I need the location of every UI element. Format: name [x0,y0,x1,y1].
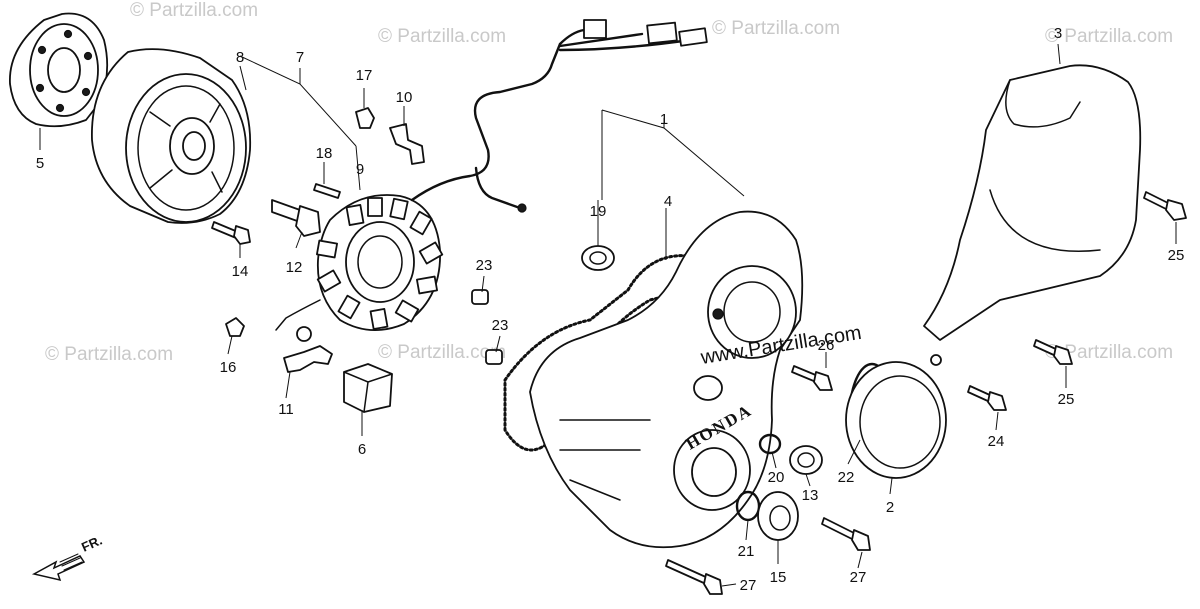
part-number-label[interactable]: 17 [356,67,373,84]
bolt-part[interactable] [211,221,251,245]
wiring-harness [275,19,708,331]
part-number-label[interactable]: 5 [36,155,44,172]
bolt-part[interactable] [225,317,245,337]
bushing-part[interactable] [581,245,615,271]
bolt-part[interactable] [791,365,833,391]
part-number-label[interactable]: 24 [988,433,1005,450]
part-number-label[interactable]: 3 [1054,25,1062,42]
part-number-label[interactable]: 9 [356,161,364,178]
flywheel-part[interactable] [91,48,252,224]
left-crankcase-cover-part[interactable]: HONDA [529,210,804,549]
watermark: © Partzilla.com [130,0,258,21]
o-ring-part[interactable] [758,433,782,455]
part-number-label[interactable]: 1 [660,111,668,128]
watermark: © Partzilla.com [45,344,173,365]
part-number-label[interactable]: 4 [664,193,672,210]
part-number-label[interactable]: 7 [296,49,304,66]
watermark-group: © Partzilla.com © Partzilla.com © Partzi… [45,0,1173,365]
dowel-pin-part[interactable] [471,289,489,305]
part-number-label[interactable]: 16 [220,359,237,376]
front-direction-arrow-icon: FR. [31,533,104,582]
part-number-label[interactable]: 13 [802,487,819,504]
plug-part[interactable] [789,445,823,475]
part-number-label[interactable]: 20 [768,469,785,486]
part-number-label[interactable]: 12 [286,259,303,276]
part-number-label[interactable]: 8 [236,49,244,66]
part-number-label[interactable]: 22 [838,469,855,486]
part-number-label[interactable]: 11 [278,401,294,418]
bolt-part[interactable] [313,183,341,199]
watermark: © Partzilla.com [1045,342,1173,363]
part-number-label[interactable]: 25 [1168,247,1185,264]
bolt-part[interactable] [967,385,1007,411]
watermark: © Partzilla.com [712,18,840,39]
part-number-label[interactable]: 18 [316,145,333,162]
part-number-label[interactable]: 15 [770,569,787,586]
bolt-part[interactable] [1143,191,1187,221]
watermark: © Partzilla.com [378,26,506,47]
part-number-label[interactable]: 10 [396,89,413,106]
harness-clamp-part[interactable] [389,123,425,165]
bolt-part[interactable] [821,517,871,551]
part-number-label[interactable]: 14 [232,263,249,280]
part-number-label[interactable]: 6 [358,441,366,458]
bolt-part[interactable] [355,107,375,129]
part-number-callouts: 1 2 3 4 5 6 7 8 9 10 11 12 13 14 15 16 1… [36,25,1185,594]
plug-part[interactable] [757,491,799,541]
front-direction-label: FR. [79,533,104,555]
flywheel-bolt-part[interactable] [271,199,321,237]
bolt-part[interactable] [1033,339,1073,365]
part-number-label[interactable]: 2 [886,499,894,516]
stator-part[interactable] [316,194,444,332]
pulse-generator-bracket-part[interactable] [283,326,333,373]
part-number-label[interactable]: 19 [590,203,607,220]
inspection-cap-part[interactable] [845,354,947,479]
leader-lines [39,43,1177,587]
watermark: © Partzilla.com [1045,26,1173,47]
sprocket-cover-part[interactable] [923,64,1142,341]
pulse-generator-part[interactable] [343,363,393,413]
dowel-pin-part[interactable] [485,349,503,365]
bolt-part[interactable] [665,559,723,595]
watermark: © Partzilla.com [378,342,506,363]
part-number-label[interactable]: 27 [850,569,867,586]
part-number-label[interactable]: 23 [476,257,493,274]
part-number-label[interactable]: 26 [818,337,835,354]
flywheel-spacer-part[interactable] [9,12,109,128]
part-number-label[interactable]: 23 [492,317,509,334]
part-number-label[interactable]: 27 [740,577,757,594]
part-number-label[interactable]: 21 [738,543,755,560]
part-number-label[interactable]: 25 [1058,391,1075,408]
